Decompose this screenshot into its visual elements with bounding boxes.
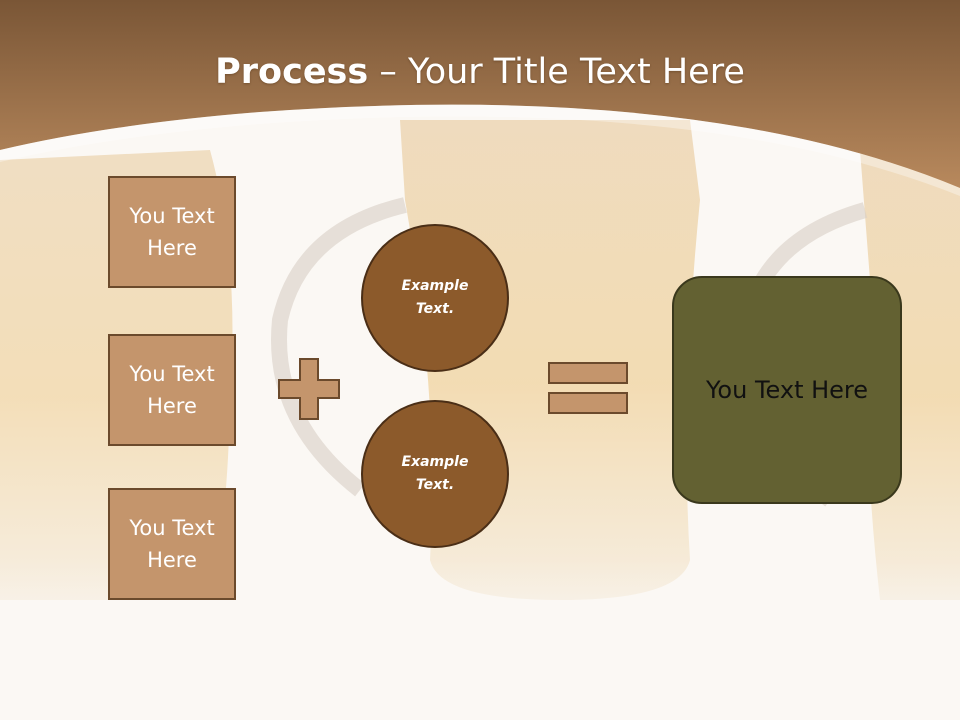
- title-rest-part: – Your Title Text Here: [368, 52, 745, 92]
- example-circle-1: Example Text.: [361, 224, 509, 372]
- input-box-label: You Text Here: [129, 362, 215, 418]
- input-box-1: You Text Here: [108, 176, 236, 288]
- equals-icon: [548, 362, 628, 414]
- result-label: You Text Here: [705, 376, 869, 404]
- circle-label: Example Text.: [401, 278, 469, 317]
- plus-icon: [278, 358, 340, 420]
- input-box-3: You Text Here: [108, 488, 236, 600]
- title-bold-part: Process: [215, 52, 369, 92]
- result-box: You Text Here: [672, 276, 902, 504]
- input-box-label: You Text Here: [129, 204, 215, 260]
- example-circle-2: Example Text.: [361, 400, 509, 548]
- page-title: Process – Your Title Text Here: [0, 52, 960, 92]
- input-box-label: You Text Here: [129, 516, 215, 572]
- circle-label: Example Text.: [401, 454, 469, 493]
- input-box-2: You Text Here: [108, 334, 236, 446]
